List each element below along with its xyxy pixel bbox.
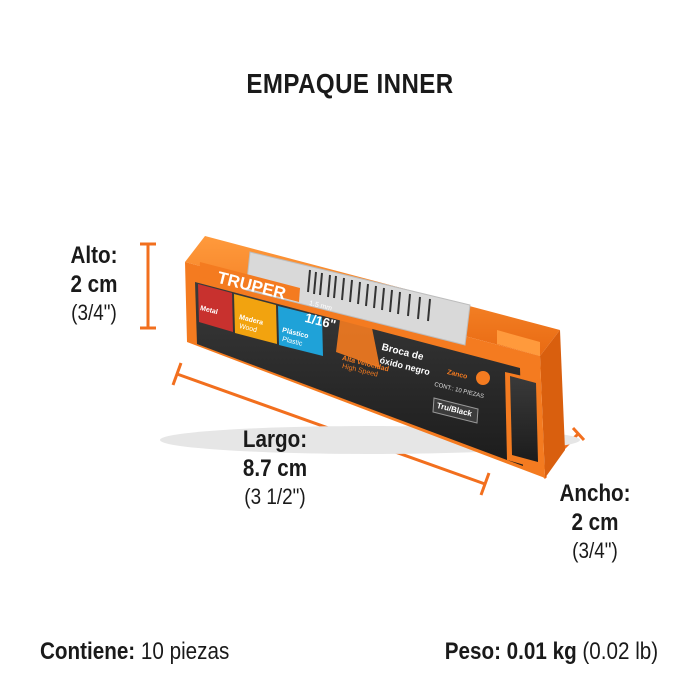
dimension-largo: Largo: 8.7 cm (3 1/2") — [210, 426, 340, 510]
largo-label: Largo: — [242, 426, 308, 453]
weight-info: Peso: 0.01 kg (0.02 lb) — [445, 638, 658, 666]
alto-value: 2 cm — [70, 270, 118, 298]
contiene-value: 10 piezas — [140, 638, 230, 665]
contiene-label: Contiene: — [40, 638, 136, 665]
contents-info: Contiene: 10 piezas — [40, 638, 229, 666]
alto-label: Alto: — [70, 242, 118, 269]
peso-value: 0.01 kg — [506, 638, 577, 665]
peso-label: Peso: — [444, 638, 501, 665]
dimension-alto: Alto: 2 cm (3/4") — [40, 242, 148, 326]
ancho-imperial: (3/4") — [572, 537, 618, 563]
largo-imperial: (3 1/2") — [244, 483, 306, 509]
peso-imperial: (0.02 lb) — [582, 638, 658, 665]
alto-dimension-line — [140, 242, 156, 330]
dimension-ancho: Ancho: 2 cm (3/4") — [535, 480, 655, 564]
ancho-label: Ancho: — [559, 480, 631, 507]
largo-value: 8.7 cm — [242, 454, 308, 482]
alto-imperial: (3/4") — [71, 299, 117, 325]
ancho-value: 2 cm — [571, 508, 619, 536]
page-title: EMPAQUE INNER — [246, 68, 454, 99]
